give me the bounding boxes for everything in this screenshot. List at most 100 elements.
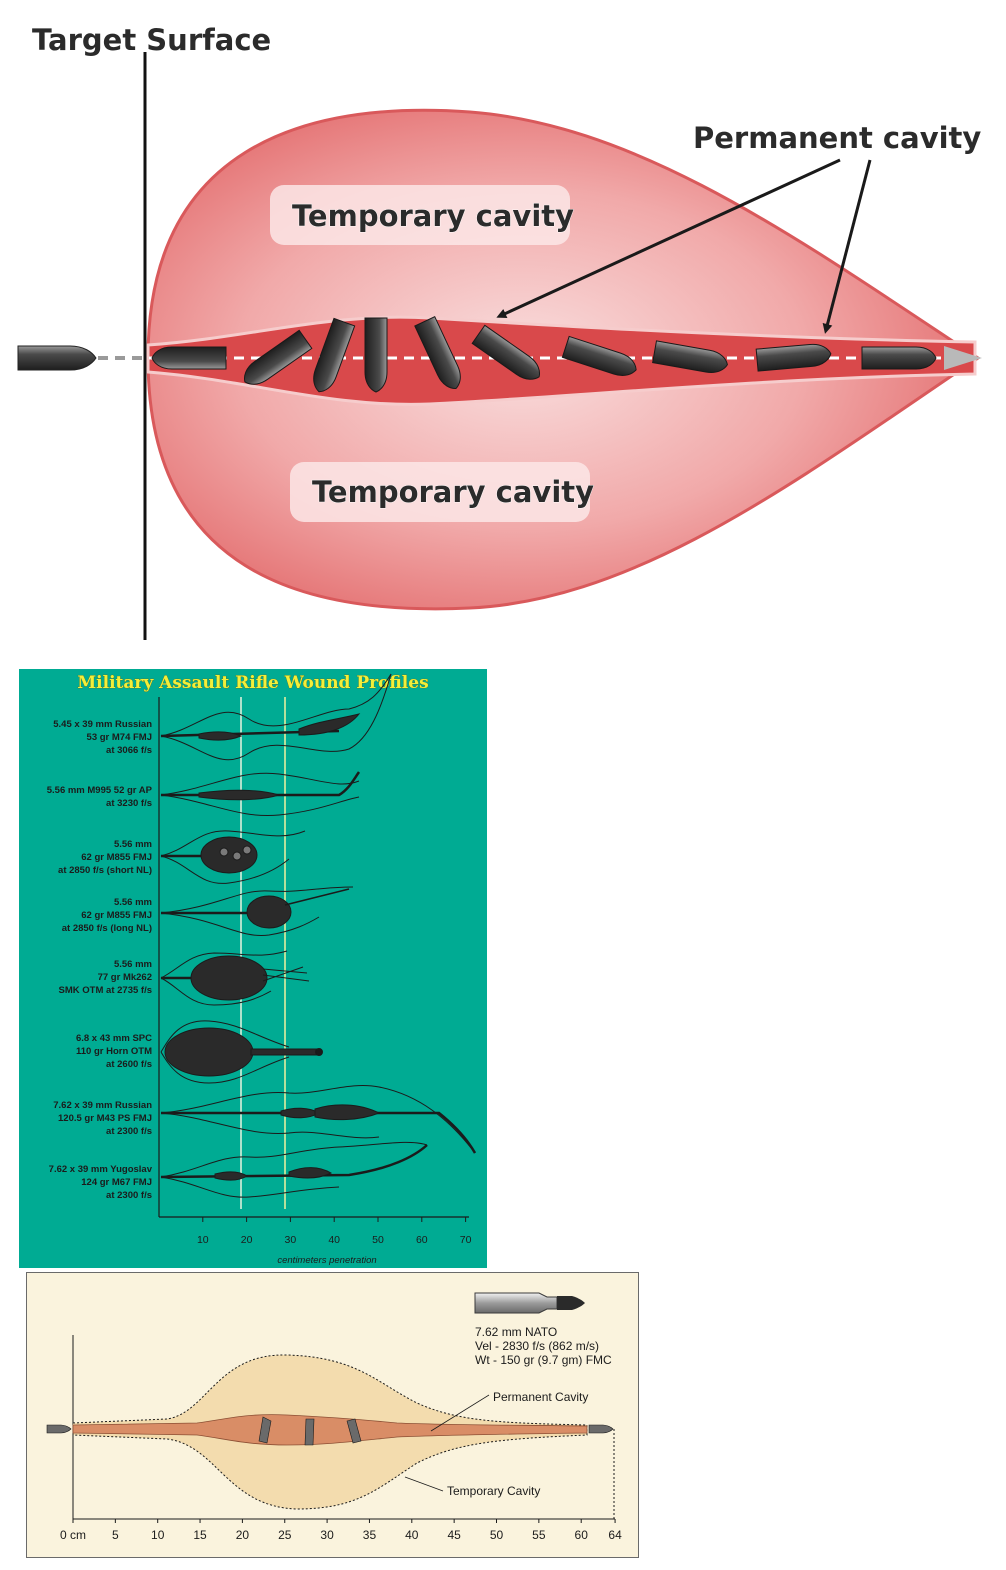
nato-tick-label-11: 55: [532, 1528, 546, 1542]
round-label-2: 5.56 mm M995 52 gr AP at 3230 f/s: [47, 785, 153, 809]
temporary-cavity-callout: Temporary Cavity: [447, 1484, 540, 1498]
tumbling-bullet-3: [313, 317, 356, 393]
svg-text:at 3066 f/s: at 3066 f/s: [106, 745, 152, 756]
nato-permanent-cavity: [72, 1414, 588, 1446]
svg-text:at 2300 f/s: at 2300 f/s: [106, 1126, 152, 1137]
svg-text:5.56 mm M995 52 gr AP: 5.56 mm M995 52 gr AP: [47, 785, 153, 796]
svg-text:110 gr Horn OTM: 110 gr Horn OTM: [76, 1046, 152, 1057]
round-velocity: Vel - 2830 f/s (862 m/s): [475, 1339, 599, 1353]
svg-text:5.56 mm: 5.56 mm: [114, 959, 152, 970]
svg-text:124 gr M67 FMJ: 124 gr M67 FMJ: [81, 1177, 152, 1188]
tumbling-bullet-8: [652, 340, 728, 373]
profile-5-45-russian: [160, 673, 392, 761]
nato-wound-profile: 7.62 mm NATO Vel - 2830 f/s (862 m/s) Wt…: [46, 1292, 622, 1542]
svg-text:6.8 x 43 mm SPC: 6.8 x 43 mm SPC: [76, 1033, 152, 1044]
svg-text:7.62 x 39 mm Russian: 7.62 x 39 mm Russian: [53, 1100, 152, 1111]
exit-tip: [944, 346, 982, 370]
tumbling-bullet-1: [151, 346, 227, 370]
round-label-5: 5.56 mm 77 gr Mk262 SMK OTM at 2735 f/s: [59, 959, 152, 996]
nato-tick-label-0: 0 cm: [60, 1528, 86, 1542]
nato-tick-label-9: 45: [447, 1528, 461, 1542]
svg-text:at 2300 f/s: at 2300 f/s: [106, 1190, 152, 1201]
cartridge-icon: [474, 1292, 585, 1314]
nato-tick-label-2: 10: [151, 1528, 165, 1542]
tumbling-bullet-4: [364, 317, 388, 393]
profile-5-56-m855-long: [160, 886, 354, 937]
wound-profiles-panel: Military Assault Rifle Wound Profiles 10…: [19, 669, 487, 1268]
svg-text:53 gr M74 FMJ: 53 gr M74 FMJ: [87, 732, 152, 743]
nato-tick-label-12: 60: [575, 1528, 589, 1542]
round-label-6: 6.8 x 43 mm SPC 110 gr Horn OTM at 2600 …: [76, 1033, 152, 1070]
profile-7-62-yugoslav: [160, 1141, 428, 1198]
incoming-bullet: [17, 345, 97, 371]
tumbling-bullet-9: [755, 343, 832, 372]
tumbling-bullet-7: [561, 335, 637, 377]
mid-tick-label-50: 50: [372, 1234, 384, 1246]
temporary-cavity-leader: [404, 1476, 444, 1492]
svg-text:5.56 mm: 5.56 mm: [114, 897, 152, 908]
mid-tick-label-40: 40: [328, 1234, 340, 1246]
nato-tick-label-13: 64: [608, 1528, 622, 1542]
svg-text:120.5 gr M43 PS FMJ: 120.5 gr M43 PS FMJ: [58, 1113, 152, 1124]
nato-tick-label-7: 35: [363, 1528, 377, 1542]
round-name: 7.62 mm NATO: [475, 1325, 557, 1339]
temporary-cavity-label-upper: Temporary cavity: [292, 199, 574, 233]
svg-text:62 gr M855 FMJ: 62 gr M855 FMJ: [81, 852, 152, 863]
round-weight: Wt - 150 gr (9.7 gm) FMC: [475, 1353, 612, 1367]
nato-tick-label-1: 5: [112, 1528, 119, 1542]
cavity-diagram: Target Surface Temporary cavity Temporar…: [17, 23, 982, 640]
svg-text:SMK OTM at 2735 f/s: SMK OTM at 2735 f/s: [59, 985, 152, 996]
nato-tick-label-4: 20: [236, 1528, 250, 1542]
label-highlight-lower: [290, 462, 590, 522]
cavity-diagram-panel: Target Surface Temporary cavity Temporar…: [0, 0, 1006, 650]
nato-tick-label-5: 25: [278, 1528, 292, 1542]
round-label-8: 7.62 x 39 mm Yugoslav 124 gr M67 FMJ at …: [49, 1164, 153, 1201]
permanent-cavity-callout: Permanent Cavity: [493, 1390, 588, 1404]
label-highlight-upper: [270, 185, 570, 245]
svg-text:62 gr M855 FMJ: 62 gr M855 FMJ: [81, 910, 152, 921]
permanent-cavity-arrow-1: [496, 158, 841, 319]
round-label-4: 5.56 mm 62 gr M855 FMJ at 2850 f/s (long…: [62, 897, 152, 934]
permanent-cavity-label: Permanent cavity: [693, 121, 981, 155]
profile-5-56-m855-short: [160, 830, 306, 884]
profile-5-56-m995: [160, 771, 361, 817]
profile-5-56-mk262: [160, 950, 310, 1006]
tumbling-bullet-5: [414, 316, 461, 389]
round-label-7: 7.62 x 39 mm Russian 120.5 gr M43 PS FMJ…: [53, 1100, 152, 1137]
nato-yaw-bullet-1: [258, 1416, 272, 1444]
permanent-cavity-leader: [430, 1394, 490, 1432]
nato-tick-label-6: 30: [320, 1528, 334, 1542]
nato-yaw-bullet-3: [346, 1418, 362, 1444]
profile-7-62-russian: [160, 1085, 477, 1154]
target-surface-label: Target Surface: [32, 23, 271, 57]
svg-text:5.56 mm: 5.56 mm: [114, 839, 152, 850]
nato-entry-bullet: [46, 1424, 72, 1434]
tumbling-bullet-6: [471, 324, 540, 380]
tumbling-bullets: [151, 316, 937, 393]
svg-text:at 2600 f/s: at 2600 f/s: [106, 1059, 152, 1070]
nato-tick-label-3: 15: [193, 1528, 207, 1542]
svg-text:at 2850 f/s (short NL): at 2850 f/s (short NL): [58, 865, 152, 876]
nato-exit-bullet: [588, 1424, 614, 1434]
mid-tick-label-10: 10: [197, 1234, 209, 1246]
temporary-cavity-label-lower: Temporary cavity: [312, 475, 594, 509]
permanent-cavity-arrow-2: [822, 159, 872, 334]
tumbling-bullet-10: [861, 346, 937, 370]
profile-6-8-spc: [160, 1020, 323, 1084]
mid-tick-label-20: 20: [241, 1234, 253, 1246]
tumbling-bullet-2: [244, 329, 313, 385]
round-label-1: 5.45 x 39 mm Russian 53 gr M74 FMJ at 30…: [53, 719, 152, 756]
svg-text:5.45 x 39 mm Russian: 5.45 x 39 mm Russian: [53, 719, 152, 730]
nato-wound-profile-panel: 7.62 mm NATO Vel - 2830 f/s (862 m/s) Wt…: [26, 1272, 639, 1558]
wound-profiles-chart: Military Assault Rifle Wound Profiles 10…: [47, 673, 477, 1266]
svg-text:at 2850 f/s (long NL): at 2850 f/s (long NL): [62, 923, 152, 934]
svg-text:at 3230 f/s: at 3230 f/s: [106, 798, 152, 809]
nato-yaw-bullet-2: [304, 1418, 315, 1446]
round-label-3: 5.56 mm 62 gr M855 FMJ at 2850 f/s (shor…: [58, 839, 152, 876]
permanent-cavity-shape: [146, 315, 977, 406]
mid-tick-label-70: 70: [460, 1234, 472, 1246]
nato-tick-label-8: 40: [405, 1528, 419, 1542]
mid-tick-label-30: 30: [285, 1234, 297, 1246]
